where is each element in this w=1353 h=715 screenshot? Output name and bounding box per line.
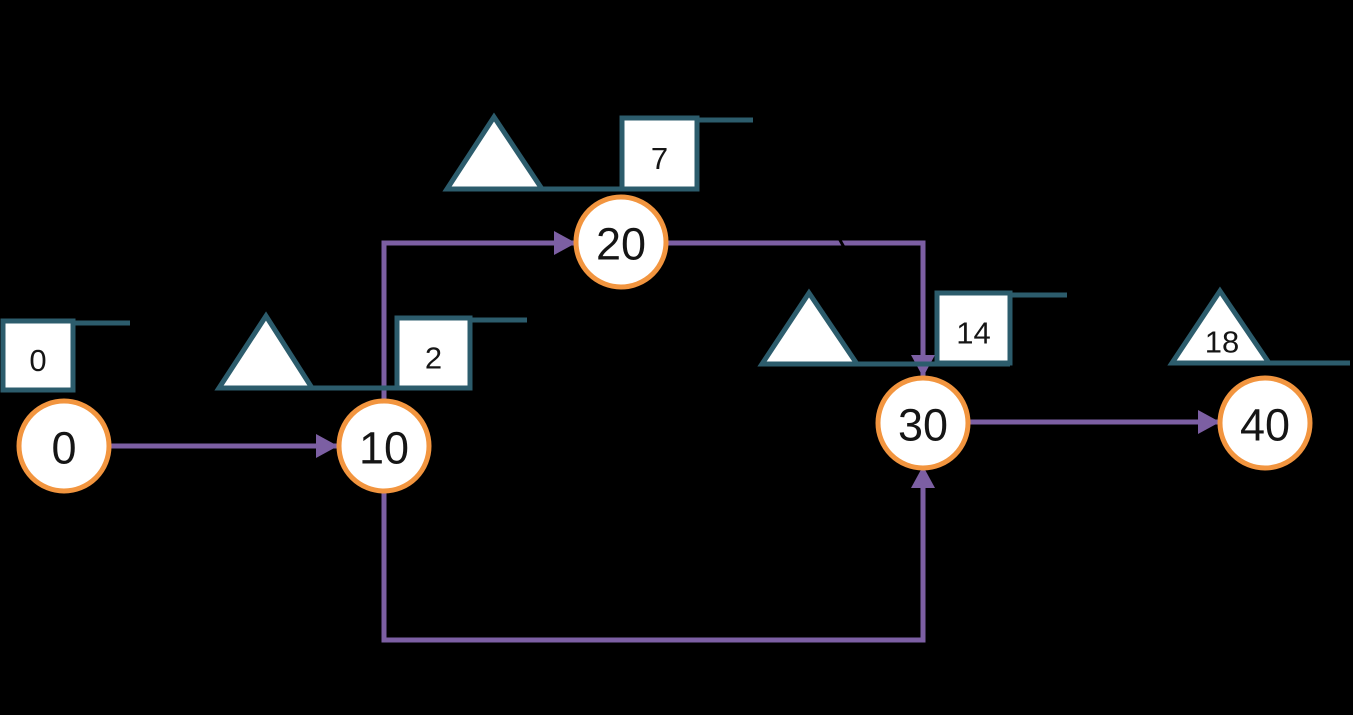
node-0-circle — [16, 398, 112, 494]
node-0: 0 — [16, 398, 112, 494]
edge-20-30 — [666, 240, 935, 377]
milestone-7-triangle-icon — [442, 112, 547, 192]
node-10-label: 10 — [359, 423, 409, 474]
edge-10-30 — [381, 466, 935, 643]
edge-10-20 — [381, 231, 576, 401]
milestone-14: 14 — [757, 288, 1067, 367]
node-20: 20 — [573, 194, 669, 290]
edges-layer — [111, 231, 1220, 643]
node-20-label: 20 — [596, 219, 646, 270]
node-20-circle — [573, 194, 669, 290]
milestone-0-box — [0, 318, 76, 393]
milestone-2-triangle-icon — [214, 311, 317, 391]
milestone-18: 18 — [1167, 286, 1350, 366]
node-30-label: 30 — [898, 400, 948, 451]
node-40: 40 — [1217, 375, 1313, 471]
milestone-7-label: 7 — [651, 141, 668, 176]
node-30: 30 — [875, 375, 971, 471]
milestone-7: 7 — [442, 112, 753, 192]
milestone-14-label: 14 — [956, 316, 990, 351]
edge-20-30-break — [834, 232, 847, 250]
node-0-label: 0 — [51, 423, 76, 474]
milestone-2-label: 2 — [425, 341, 442, 376]
milestone-14-triangle-icon — [757, 288, 862, 367]
node-10-circle — [336, 398, 432, 494]
node-10: 10 — [336, 398, 432, 494]
milestone-2: 2 — [214, 311, 527, 391]
milestone-0: 0 — [0, 318, 130, 393]
milestone-14-box — [934, 290, 1013, 366]
node-40-circle — [1217, 375, 1313, 471]
node-40-label: 40 — [1240, 400, 1290, 451]
milestone-18-triangle-icon — [1167, 286, 1274, 366]
milestone-2-box — [394, 315, 473, 391]
node-30-circle — [875, 375, 971, 471]
milestone-7-box — [619, 115, 700, 192]
milestones-layer: 0 2 7 14 18 — [0, 112, 1350, 393]
milestone-0-label: 0 — [29, 343, 46, 378]
milestone-18-label: 18 — [1205, 325, 1239, 360]
